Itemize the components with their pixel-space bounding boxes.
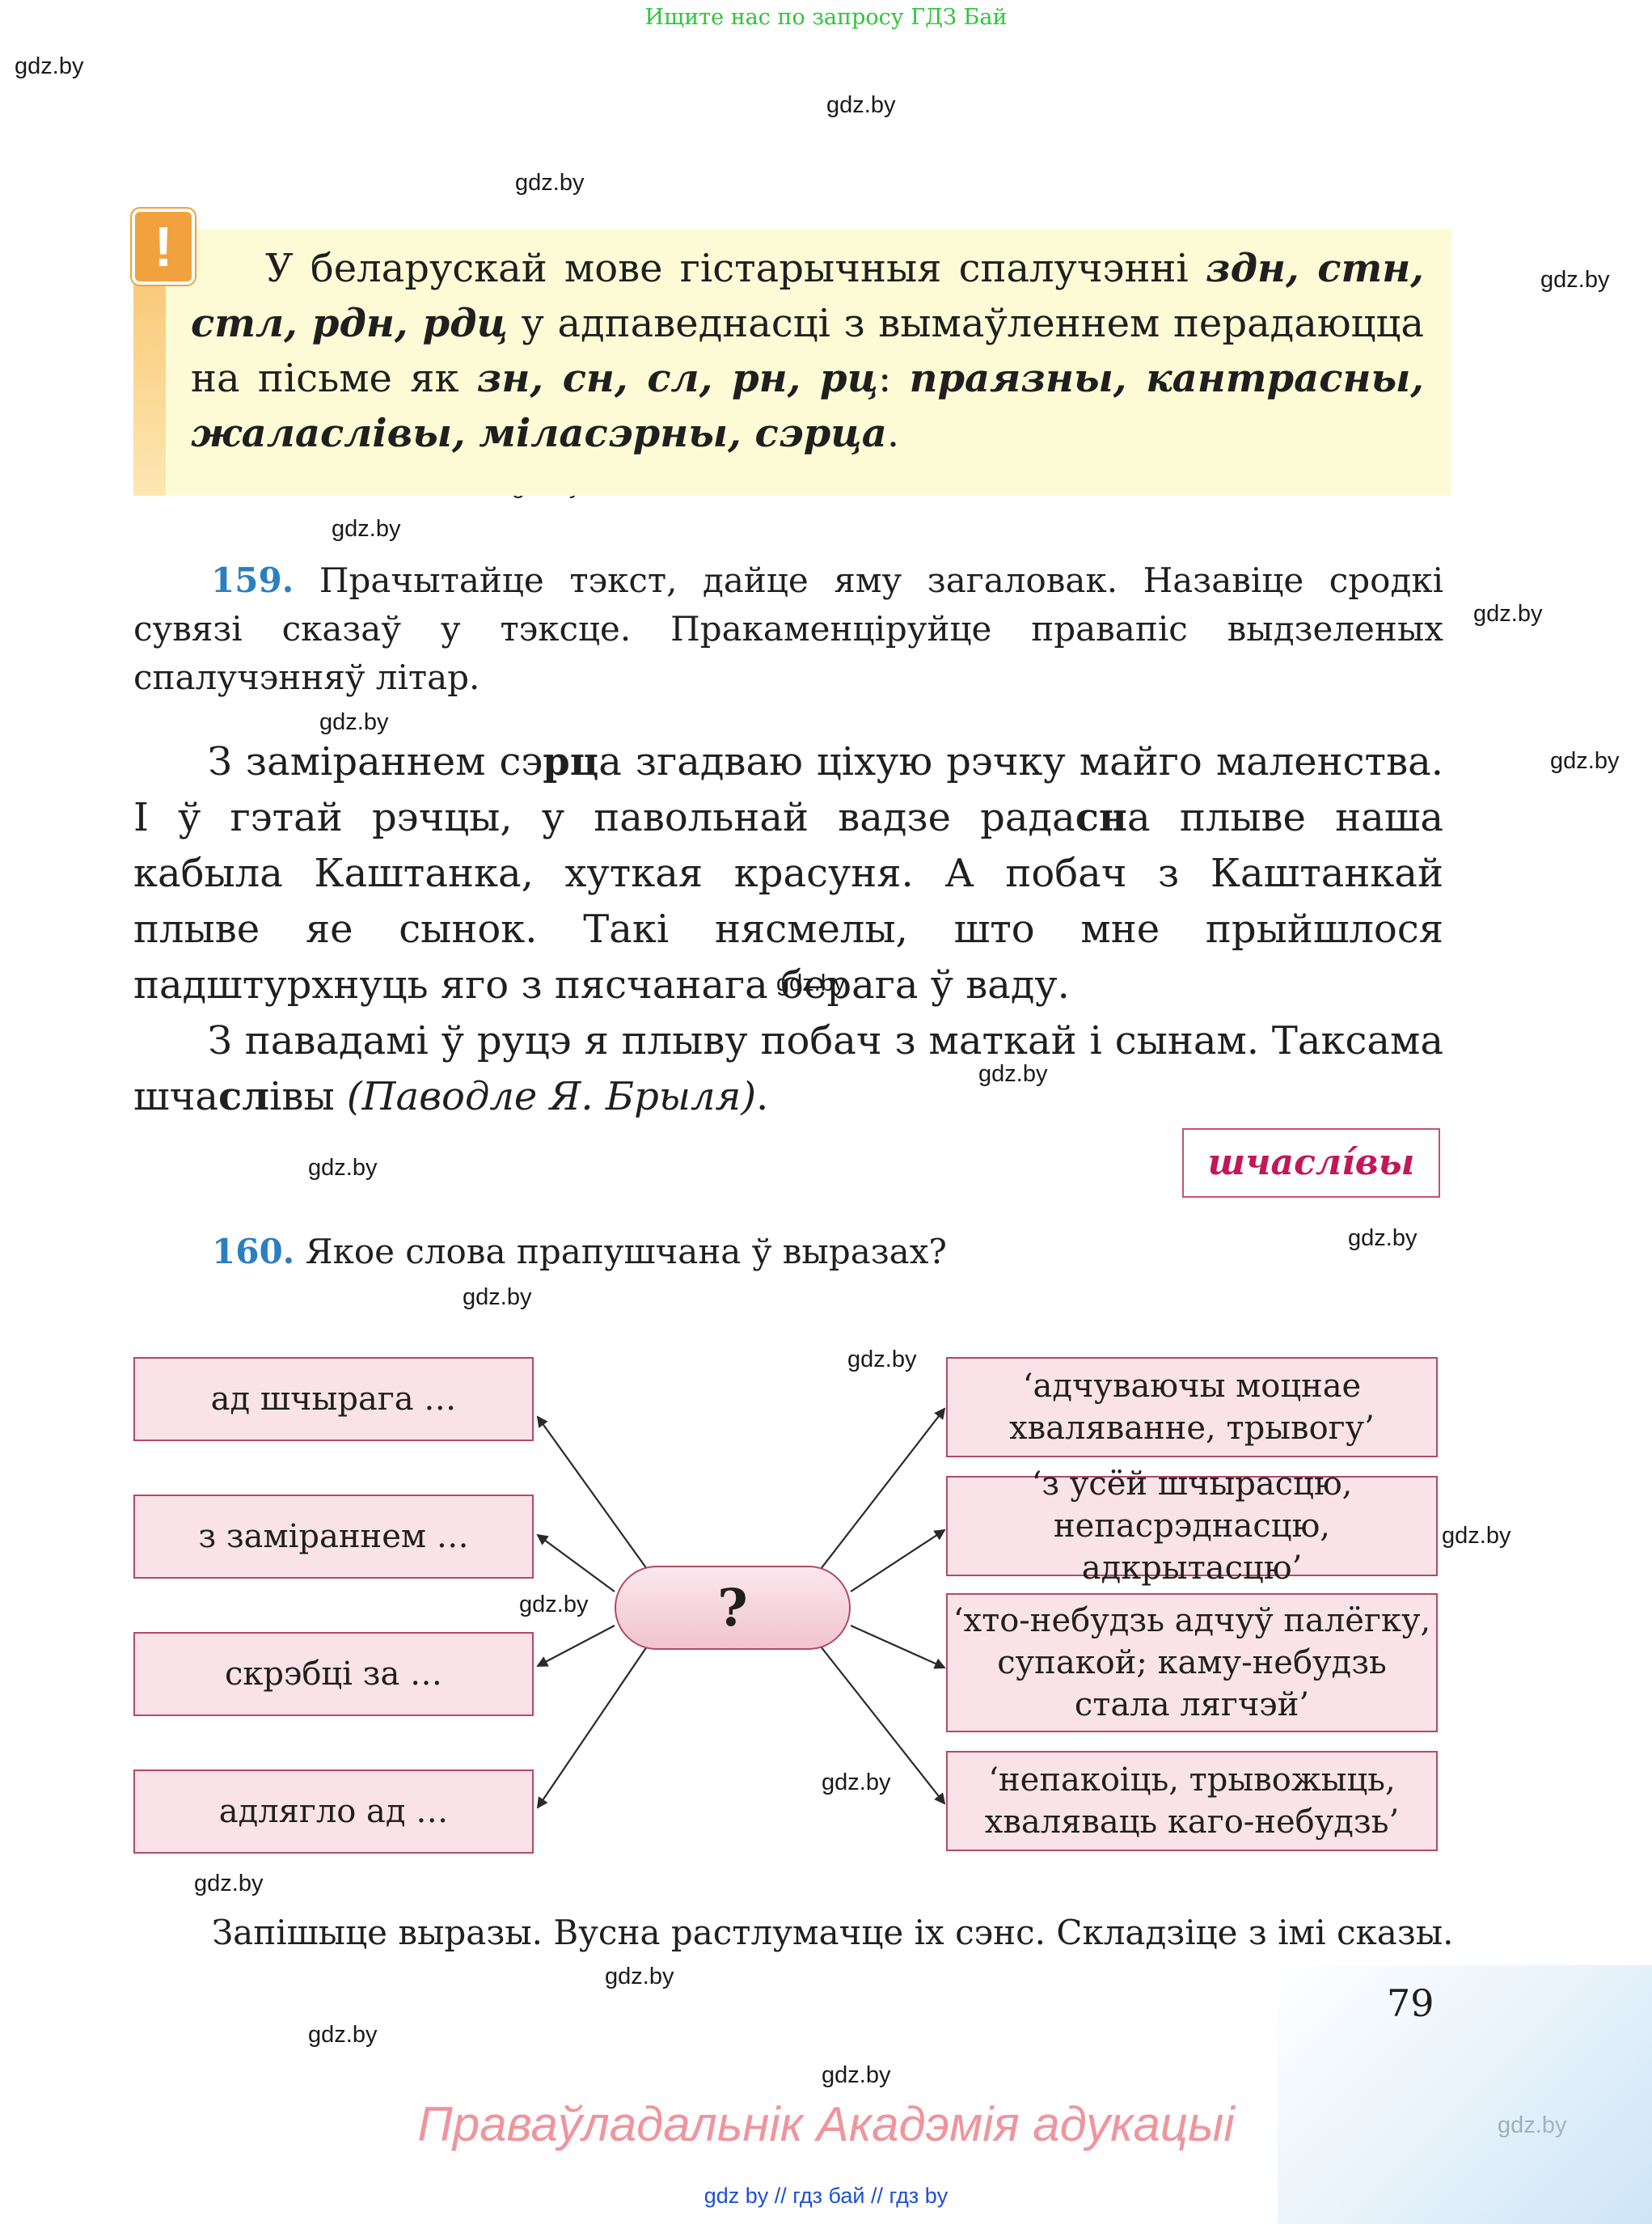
meaning-box: ‘непакоіць, трывожыць, хваляваць каго-не…: [946, 1751, 1438, 1851]
exclamation-icon: !: [132, 209, 195, 285]
arrow: [536, 1533, 615, 1592]
highlighted-letters: сн: [1075, 795, 1128, 840]
watermark: gdz.by: [332, 516, 401, 542]
phrase-box: скрэбці за …: [133, 1632, 534, 1716]
watermark: gdz.by: [847, 1347, 917, 1372]
watermark: gdz.by: [826, 92, 896, 118]
meaning-box: ‘з усёй шчырасцю, непасрэднасцю, адкрыта…: [946, 1465, 1438, 1587]
corner-decoration: [1278, 1965, 1652, 2224]
story-part: .: [756, 1074, 769, 1119]
rule-written-forms: зн, сн, сл, рн, рц: [476, 356, 879, 401]
rule-box: [133, 229, 1451, 496]
watermark: gdz.by: [515, 170, 585, 196]
story-part: а плыве наша кабыла Каштанка, хуткая кра…: [133, 795, 1444, 1008]
watermark: gdz.by: [605, 1964, 674, 1989]
arrow: [536, 1415, 648, 1570]
arrow: [820, 1646, 946, 1805]
story-paragraph: З павадамі ў руцэ я плыву побач з маткай…: [133, 1013, 1443, 1125]
watermark: gdz.by: [1550, 748, 1620, 774]
watermark: gdz.by: [519, 1592, 589, 1617]
watermark: gdz.by: [822, 2062, 891, 2088]
phrase-box: ад шчырага …: [133, 1357, 534, 1441]
arrow: [850, 1528, 946, 1592]
story-part: івы: [269, 1074, 347, 1119]
rule-text-part: У беларускай мове гістарычныя спалучэнні: [265, 246, 1206, 291]
watermark: gdz.by: [319, 709, 389, 735]
watermark: gdz.by: [978, 1061, 1048, 1087]
watermark: gdz.by: [1442, 1523, 1511, 1549]
rule-text: У беларускай мове гістарычныя спалучэнні…: [191, 241, 1424, 461]
question-bubble: ?: [615, 1566, 851, 1650]
story-part: З павадамі ў руцэ я плыву побач з маткай…: [133, 1018, 1443, 1119]
rule-combinations: здн, стн, стл, рдн, рдц: [191, 246, 1425, 346]
watermark: gdz.by: [1473, 601, 1543, 627]
task-instruction: Запішыце выразы. Вусна растлумачце іх сэ…: [212, 1913, 1454, 1952]
page-number: 79: [1387, 1981, 1434, 2025]
rule-examples: праязны, кантрасны, жаласлівы, міласэрны…: [191, 356, 1424, 456]
exercise-159: 159. Прачытайце тэкст, дайце яму загалов…: [133, 556, 1443, 702]
exercise-instruction: Прачытайце тэкст, дайце яму загаловак. Н…: [133, 560, 1443, 697]
rule-text-part: :: [878, 356, 910, 401]
highlighted-letters: сл: [218, 1074, 270, 1119]
top-banner: Ищите нас по запросу ГДЗ Бай: [644, 5, 1008, 30]
exercise-number: 160.: [212, 1232, 295, 1271]
exercise-number: 159.: [211, 560, 294, 600]
story-part: З заміраннем сэ: [208, 739, 543, 784]
watermark: gdz.by: [1540, 267, 1610, 293]
phrase-box: адлягло ад …: [133, 1769, 534, 1854]
watermark: gdz.by: [194, 1871, 264, 1896]
rule-text-part: .: [886, 411, 900, 456]
meaning-box: ‘хто-небудзь адчуў палёгку, супакой; кам…: [946, 1593, 1438, 1732]
arrow: [536, 1646, 648, 1809]
story-part: а згадваю ціхую рэчку майго маленства. І…: [133, 739, 1443, 840]
watermark: gdz.by: [1348, 1225, 1418, 1251]
watermark: gdz.by: [15, 53, 84, 79]
rights-holder-notice: Праваўладальнік Акадэмія адукацыі: [417, 2097, 1235, 2151]
footer-links[interactable]: gdz by // гдз бай // гдз by: [703, 2184, 949, 2208]
exercise-160: 160. Якое слова прапушчана ў выразах?: [212, 1228, 947, 1276]
watermark: gdz.by: [308, 1155, 378, 1181]
watermark: gdz.by: [463, 1284, 532, 1310]
arrow: [850, 1624, 946, 1669]
arrow: [820, 1407, 946, 1570]
vocabulary-word-box: шчаслі́вы: [1182, 1128, 1440, 1198]
exercise-instruction: Якое слова прапушчана ў выразах?: [294, 1232, 947, 1271]
watermark: gdz.by: [308, 2022, 378, 2048]
phrase-box: з заміраннем …: [133, 1495, 534, 1579]
watermark: gdz.by: [776, 970, 846, 996]
story-paragraph: З заміраннем сэрца згадваю ціхую рэчку м…: [133, 734, 1443, 1013]
arrow: [536, 1625, 615, 1667]
highlighted-letters: рц: [543, 739, 599, 784]
watermark: gdz.by: [822, 1769, 891, 1795]
rule-text-part: у адпаведнасці з вымаўленнем перадаюцца …: [191, 301, 1424, 401]
meaning-box: ‘адчуваючы моцнае хваляванне, трывогу’: [946, 1357, 1438, 1457]
story-text: З заміраннем сэрца згадваю ціхую рэчку м…: [133, 734, 1443, 1125]
story-source: (Паводле Я. Брыля): [346, 1074, 757, 1119]
